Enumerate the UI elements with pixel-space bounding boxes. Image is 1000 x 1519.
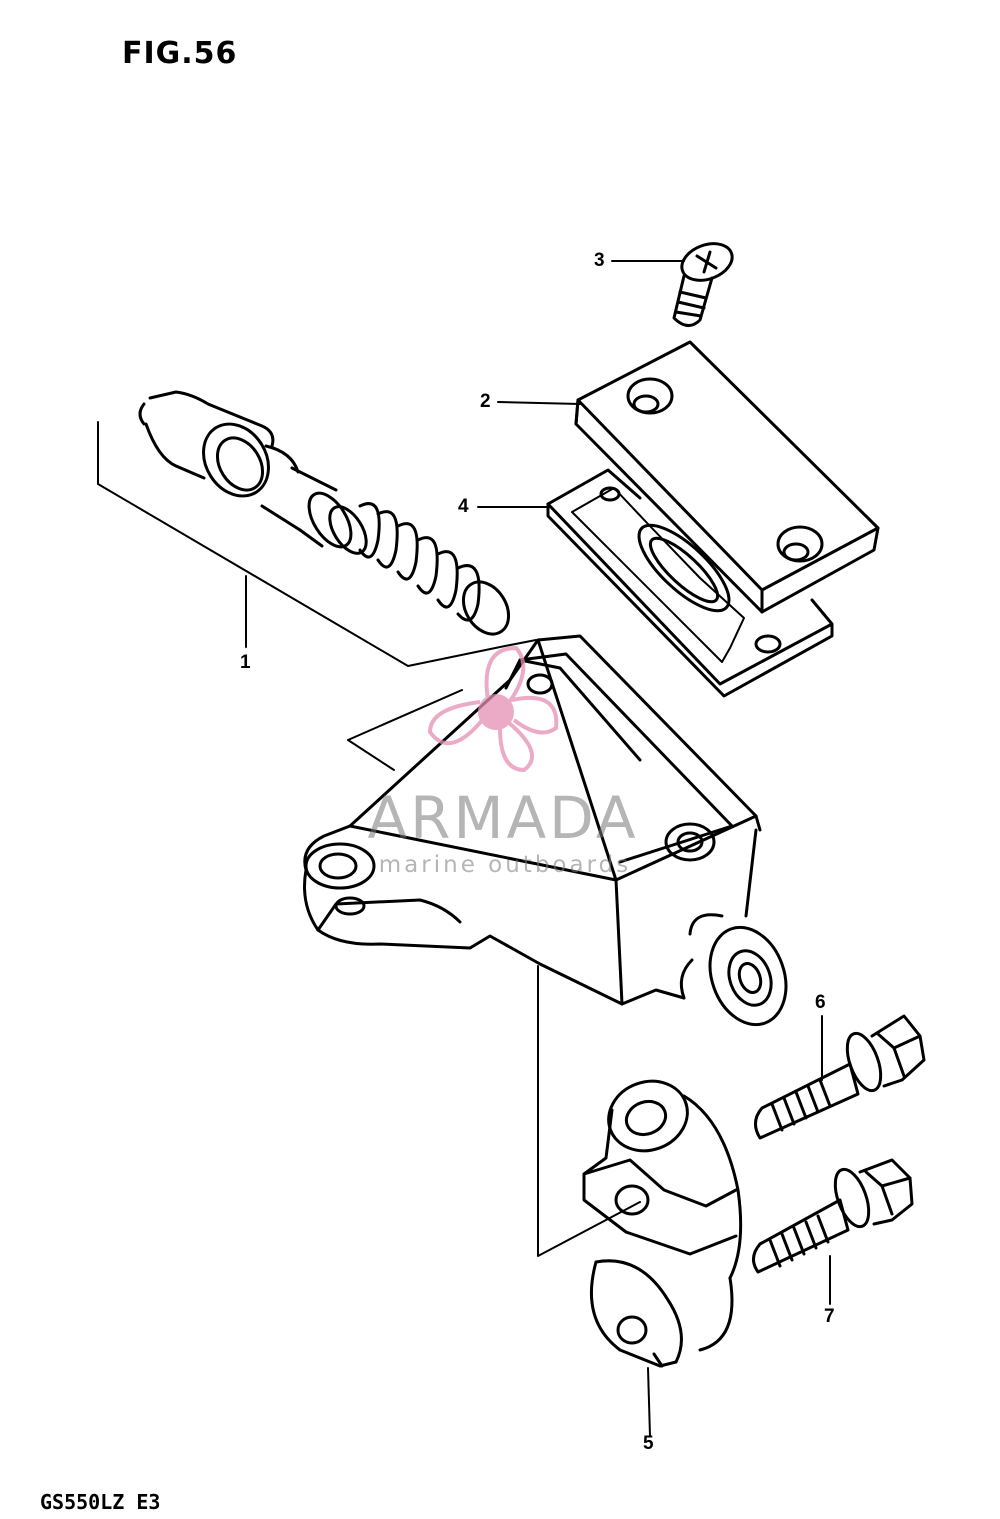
- callout-5: 5: [643, 1433, 654, 1454]
- watermark-tagline: marine outboards: [378, 852, 632, 878]
- model-code: GS550LZ E3: [40, 1490, 161, 1514]
- part-2-cap: [574, 340, 880, 614]
- watermark-brand: ARMADA: [367, 784, 639, 852]
- part-6-bolt: [754, 1014, 926, 1140]
- part-7-bolt: [752, 1158, 914, 1274]
- part-1-piston-spring: [138, 390, 511, 636]
- callout-1: 1: [240, 652, 251, 673]
- master-cylinder-body: [303, 634, 788, 1027]
- callout-6: 6: [815, 992, 826, 1013]
- part-5-clamp: [582, 1079, 743, 1368]
- leader-lines: [97, 260, 831, 1437]
- callout-4: 4: [458, 496, 469, 517]
- watermark-logo: [427, 645, 559, 773]
- callout-7: 7: [824, 1306, 835, 1327]
- callout-3: 3: [594, 250, 605, 271]
- part-4-diaphragm: [546, 468, 834, 698]
- callout-2: 2: [480, 391, 491, 412]
- part-3-screw: [672, 242, 734, 327]
- figure-title: FIG.56: [122, 36, 238, 71]
